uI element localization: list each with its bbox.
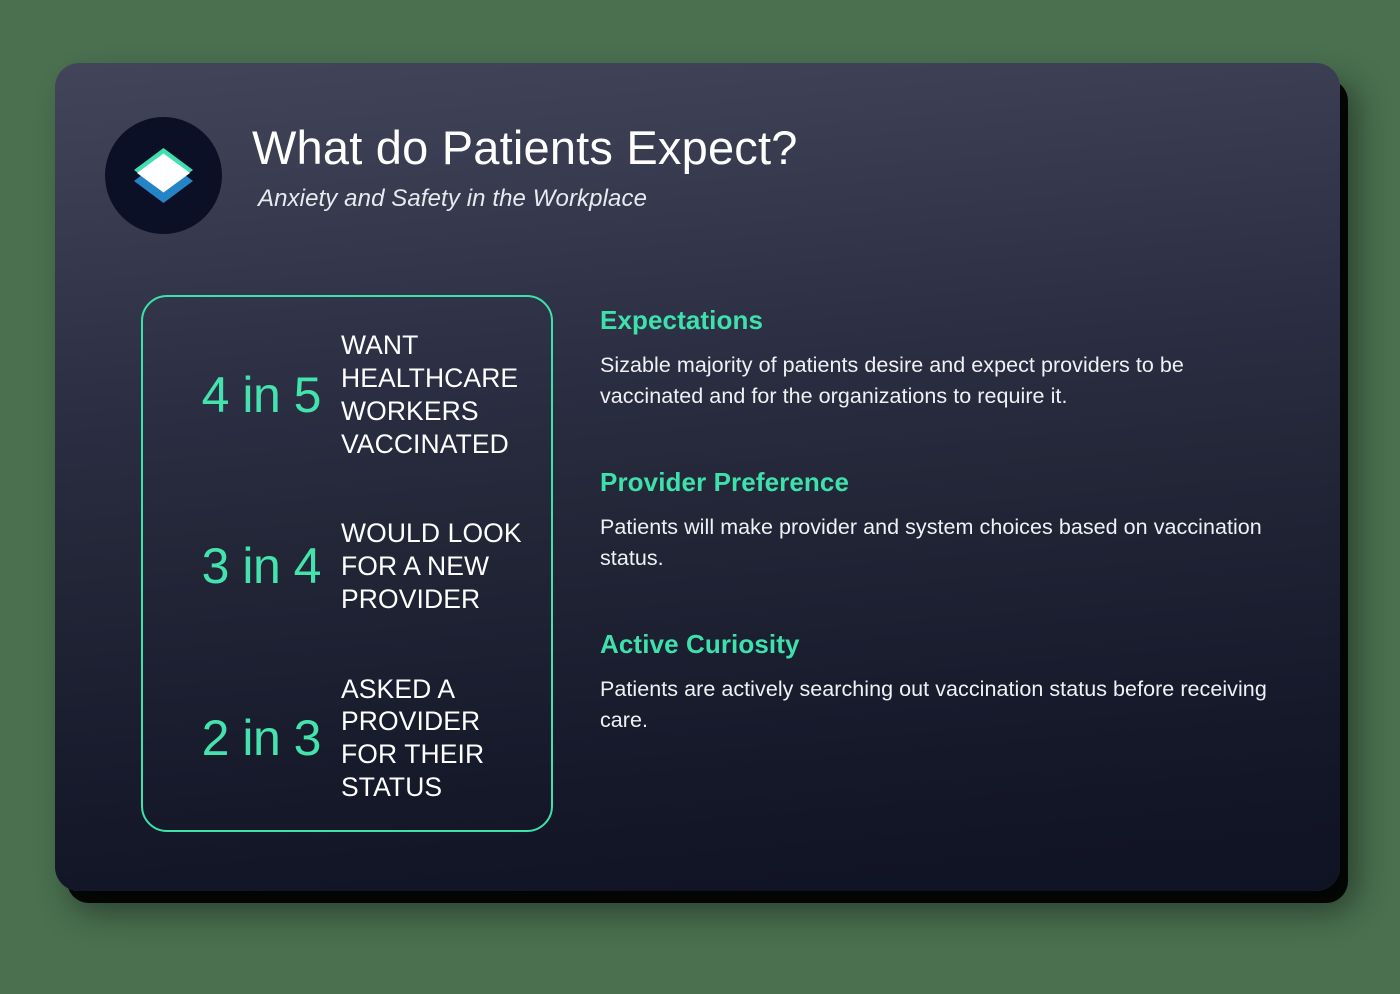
stat-row: 3 in 4 WOULD LOOK FOR A NEW PROVIDER [173,517,527,616]
insight-block: Provider Preference Patients will make p… [600,467,1300,573]
insight-body: Patients will make provider and system c… [600,515,1262,570]
stat-figure: 2 in 3 [201,710,322,767]
insight-body: Sizable majority of patients desire and … [600,353,1184,408]
stat-figure: 4 in 5 [201,366,322,423]
stats-panel: 4 in 5 WANT HEALTHCARE WORKERS VACCINATE… [141,295,553,832]
stat-figure: 3 in 4 [201,538,322,595]
insight-block: Active Curiosity Patients are actively s… [600,629,1300,735]
insight-body: Patients are actively searching out vacc… [600,677,1267,732]
stacked-diamonds-icon [134,148,193,203]
stat-label: ASKED A PROVIDER FOR THEIR STATUS [341,673,485,803]
page-subtitle: Anxiety and Safety in the Workplace [258,184,648,212]
page-title: What do Patients Expect? [252,121,798,174]
card-header: What do Patients Expect? Anxiety and Saf… [105,115,798,234]
insight-heading: Expectations [600,305,764,335]
infographic-card: What do Patients Expect? Anxiety and Saf… [55,63,1340,891]
stacked-diamonds-logo [105,117,222,234]
insights-column: Expectations Sizable majority of patient… [600,295,1300,735]
stat-row: 2 in 3 ASKED A PROVIDER FOR THEIR STATUS [173,673,527,804]
stat-label: WOULD LOOK FOR A NEW PROVIDER [341,518,522,614]
header-text-group: What do Patients Expect? Anxiety and Saf… [252,115,798,213]
insight-block: Expectations Sizable majority of patient… [600,305,1300,411]
insight-heading: Provider Preference [600,467,850,498]
stat-label: WANT HEALTHCARE WORKERS VACCINATED [341,330,519,459]
insight-heading: Active Curiosity [600,629,800,660]
card-body: 4 in 5 WANT HEALTHCARE WORKERS VACCINATE… [141,295,1340,832]
stat-row: 4 in 5 WANT HEALTHCARE WORKERS VACCINATE… [173,329,527,460]
